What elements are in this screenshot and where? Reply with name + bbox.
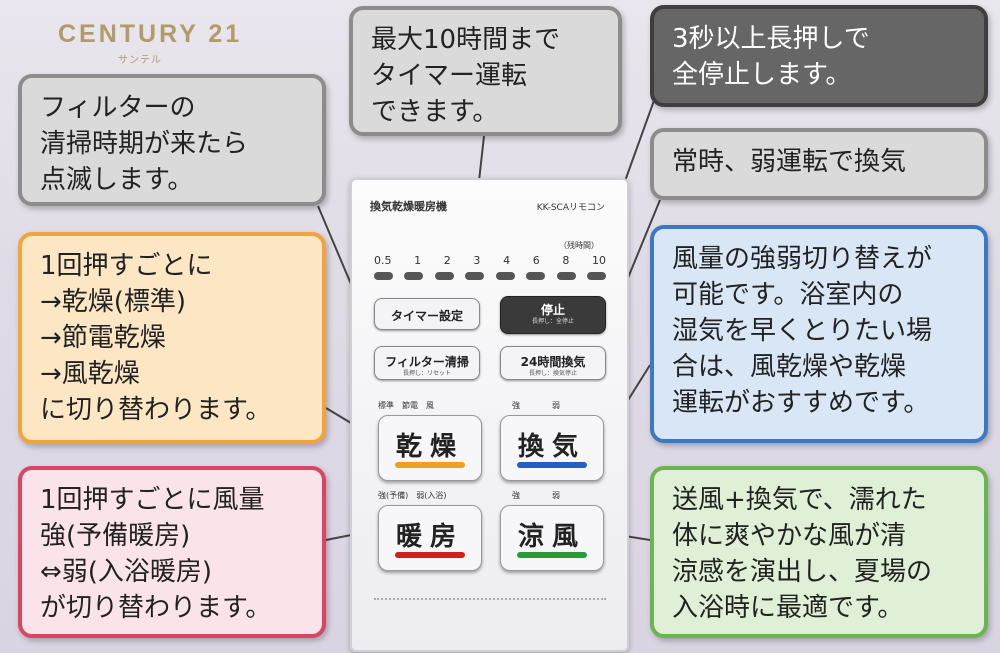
heat-label: 暖房 [395, 522, 464, 552]
dry-button[interactable]: 乾燥 [378, 415, 482, 481]
heat-callout: 1回押すごとに風量 強(予備暖房) ⇔弱(入浴暖房) が切り替わります。 [18, 466, 326, 638]
callout-line: →風乾燥 [40, 359, 140, 389]
timer-tick: 6 [532, 254, 540, 267]
callout-line: 体に爽やかな風が清 [672, 521, 907, 551]
dry-color-bar [395, 462, 465, 468]
timer-led [556, 272, 576, 280]
callout-line: 湿気を早くとりたい場 [672, 316, 933, 346]
logo-text: CENTURY 21 [58, 20, 243, 48]
cool-label: 涼風 [517, 522, 586, 552]
24h-vent-sub-label: 長押し：換気停止 [528, 370, 577, 377]
remote-control: 換気乾燥暖房機 KK-SCAリモコン （残時間） 0.5 1 2 3 4 6 8… [350, 178, 629, 652]
timer-led [374, 272, 393, 280]
24h-vent-label: 24時間換気 [520, 355, 586, 369]
callout-line: できます。 [371, 97, 499, 127]
stop-label: 停止 [540, 303, 565, 317]
callout-line: 点滅します。 [40, 165, 194, 195]
stop-sub-label: 長押し：全停止 [531, 318, 574, 325]
filter-clean-label: フィルター清掃 [385, 355, 469, 369]
logo-sub: サンテル [118, 55, 162, 66]
callout-line: →節電乾燥 [40, 323, 166, 353]
timer-tick: 1 [414, 254, 422, 267]
cool-mode-labels: 強 弱 [512, 491, 560, 500]
callout-line: に切り替わります。 [40, 395, 272, 425]
timer-tick: 4 [503, 254, 511, 267]
stop-callout: 3秒以上長押しで 全停止します。 [650, 5, 988, 107]
always-vent-callout: 常時、弱運転で換気 [650, 128, 988, 200]
callout-line: 運転がおすすめです。 [672, 388, 930, 418]
callout-line: 最大10時間まで [371, 25, 561, 55]
callout-line: 1回押すごとに風量 [40, 485, 265, 515]
timer-led [495, 272, 515, 280]
remote-model: KK-SCAリモコン [536, 203, 605, 213]
timer-ticks: 0.5 1 2 3 4 6 8 10 [374, 254, 606, 267]
remaining-time-label: （残時間） [559, 241, 599, 250]
timer-led [586, 272, 606, 280]
24h-vent-button[interactable]: 24時間換気 長押し：換気停止 [500, 346, 606, 380]
timer-led [404, 272, 424, 280]
timer-setting-label: タイマー設定 [390, 309, 463, 323]
dry-callout: 1回押すごとに →乾燥(標準) →節電乾燥 →風乾燥 に切り替わります。 [18, 232, 326, 444]
dry-mode-labels: 標準 節電 風 [378, 401, 434, 410]
century21-logo: CENTURY 21 サンテル [58, 20, 242, 66]
callout-line: フィルターの [40, 93, 196, 123]
timer-led [434, 272, 454, 280]
remote-title: 換気乾燥暖房機 [370, 200, 447, 213]
heating-button[interactable]: 暖房 [378, 505, 482, 571]
stop-button[interactable]: 停止 長押し：全停止 [500, 296, 606, 334]
timer-setting-button[interactable]: タイマー設定 [374, 298, 480, 330]
timer-led [465, 272, 485, 280]
timer-tick: 3 [473, 254, 481, 267]
callout-line: 強(予備暖房) [40, 521, 191, 551]
timer-tick: 2 [443, 254, 451, 267]
callout-line: 風量の強弱切り替えが [672, 244, 933, 274]
timer-tick: 10 [591, 254, 606, 267]
callout-line: 可能です。浴室内の [672, 280, 904, 310]
callout-line: 合は、風乾燥や乾燥 [672, 352, 907, 382]
timer-tick: 8 [562, 254, 570, 267]
callout-line: タイマー運転 [371, 61, 528, 91]
callout-line: 清掃時期が来たら [40, 129, 249, 159]
filter-sub-label: 長押し：リセット [402, 370, 451, 377]
cool-color-bar [517, 552, 587, 558]
cool-callout: 送風+換気で、濡れた 体に爽やかな風が清 涼感を演出し、夏場の 入浴時に最適です… [650, 466, 988, 638]
ventilation-button[interactable]: 換気 [500, 415, 604, 481]
vent-mode-labels: 強 弱 [512, 401, 560, 410]
callout-line: 1回押すごとに [40, 251, 213, 281]
filter-clean-button[interactable]: フィルター清掃 長押し：リセット [374, 346, 480, 380]
callout-line: 涼感を演出し、夏場の [672, 557, 933, 587]
heat-mode-labels: 強(予備) 弱(入浴) [378, 491, 447, 500]
dry-label: 乾燥 [395, 432, 464, 462]
callout-line: 入浴時に最適です。 [672, 593, 904, 623]
wind-strength-callout: 風量の強弱切り替えが 可能です。浴室内の 湿気を早くとりたい場 合は、風乾燥や乾… [650, 225, 988, 443]
callout-line: 送風+換気で、濡れた [672, 485, 927, 515]
filter-callout: フィルターの 清掃時期が来たら 点滅します。 [18, 74, 326, 206]
callout-line: が切り替わります。 [40, 593, 272, 623]
callout-line: ⇔弱(入浴暖房) [40, 557, 213, 587]
timer-callout: 最大10時間まで タイマー運転 できます。 [349, 6, 622, 136]
callout-line: 3秒以上長押しで [672, 24, 870, 54]
dotted-divider [374, 598, 606, 600]
callout-line: →乾燥(標準) [40, 287, 187, 317]
callout-line: 全停止します。 [672, 60, 852, 90]
callout-line: 常時、弱運転で換気 [672, 147, 907, 177]
timer-led [526, 272, 546, 280]
vent-color-bar [517, 462, 587, 468]
vent-label: 換気 [517, 432, 586, 462]
timer-leds [374, 272, 606, 280]
cool-wind-button[interactable]: 涼風 [500, 505, 604, 571]
heat-color-bar [395, 552, 465, 558]
timer-tick: 0.5 [374, 254, 392, 267]
